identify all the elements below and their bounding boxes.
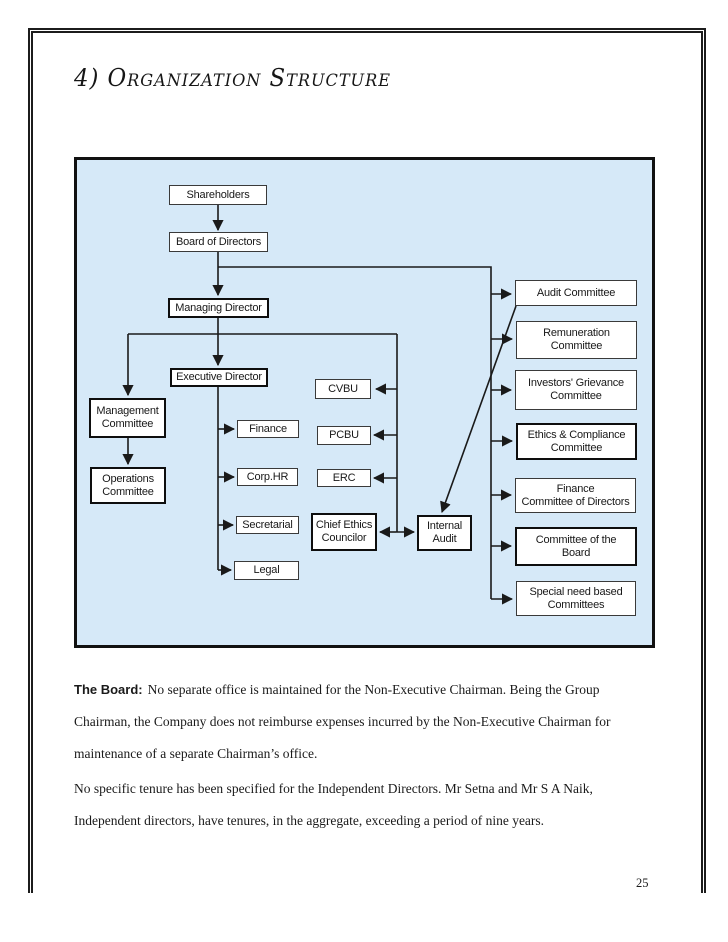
page-border-frame [28,28,706,893]
org-node-executive-director: Executive Director [170,368,268,387]
org-node-internal-audit: Internal Audit [417,515,472,551]
org-node-special-need-based-committees: Special need based Committees [516,581,636,616]
paragraph-line: Independent directors, have tenures, in … [74,813,545,828]
org-node-managing-director: Managing Director [168,298,269,318]
org-node-operations-committee: Operations Committee [90,467,166,504]
org-node-corp-hr: Corp.HR [237,468,298,486]
org-node-committee-of-the-board: Committee of the Board [515,527,637,566]
org-node-legal: Legal [234,561,299,580]
org-node-secretarial: Secretarial [236,516,299,534]
the-board-label: The Board: [74,682,143,697]
org-node-pcbu: PCBU [317,426,371,445]
org-node-investors-grievance-committee: Investors' Grievance Committee [515,370,637,410]
org-node-finance: Finance [237,420,299,438]
body-text: The Board: No separate office is maintain… [74,674,700,837]
paragraph-line: maintenance of a separate Chairman’s off… [74,746,318,761]
body-paragraph-2: No specific tenure has been specified fo… [74,773,700,837]
org-node-shareholders: Shareholders [169,185,267,205]
org-node-chief-ethics-councilor: Chief Ethics Councilor [311,513,377,551]
org-node-cvbu: CVBU [315,379,371,399]
paragraph-line: Chairman, the Company does not reimburse… [74,714,611,729]
connector-lines [122,205,517,605]
org-node-erc: ERC [317,469,371,487]
page-title: 4) Organization Structure [74,64,391,92]
org-node-management-committee: Management Committee [89,398,166,438]
org-node-board-of-directors: Board of Directors [169,232,268,252]
paragraph-text: No separate office is maintained for the… [147,682,600,697]
paragraph-line: No specific tenure has been specified fo… [74,781,593,796]
org-node-ethics-compliance-committee: Ethics & Compliance Committee [516,423,637,460]
body-paragraph-1: The Board: No separate office is maintain… [74,674,700,770]
org-node-remuneration-committee: Remuneration Committee [516,321,637,359]
org-node-finance-committee-of-directors: Finance Committee of Directors [515,478,636,513]
org-node-audit-committee: Audit Committee [515,280,637,306]
paragraph-line: The Board: No separate office is maintain… [74,674,700,706]
page-number: 25 [636,876,649,890]
